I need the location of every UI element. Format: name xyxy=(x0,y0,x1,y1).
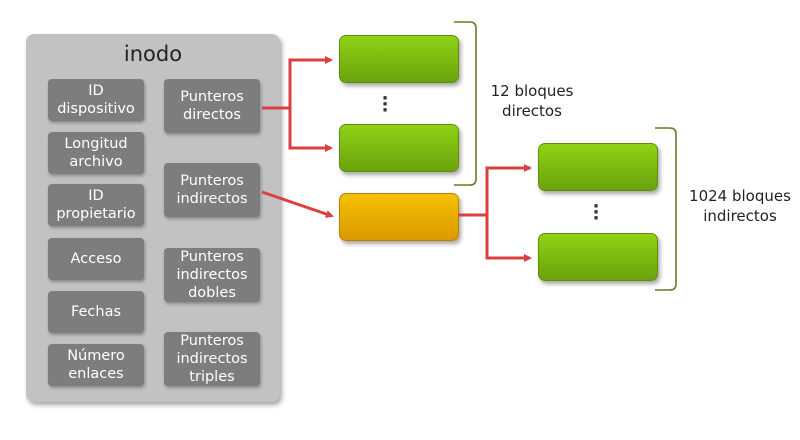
indirect-pointer-block xyxy=(339,193,459,241)
indirect-block-first xyxy=(538,143,658,191)
arrow-indirect-to-last xyxy=(485,215,532,262)
indirect-block-last xyxy=(538,233,658,281)
field-id-propietario: ID propietario xyxy=(48,184,144,226)
indirect-ellipsis: · · · xyxy=(592,196,600,229)
direct-block-last xyxy=(339,124,459,172)
direct-ellipsis: · · · xyxy=(381,88,389,121)
arrow-indirect-to-first xyxy=(458,164,532,217)
field-punteros-indirectos-triples: Punteros indirectos triples xyxy=(164,332,260,386)
arrow-indirect-pointer xyxy=(261,190,334,218)
field-punteros-directos: Punteros directos xyxy=(164,79,260,133)
field-numero-enlaces: Número enlaces xyxy=(48,344,144,386)
indirect-blocks-label: 1024 bloques indirectos xyxy=(689,187,791,225)
arrow-direct-to-last xyxy=(288,108,333,152)
field-longitud-archivo: Longitud archivo xyxy=(48,132,144,174)
field-fechas: Fechas xyxy=(48,291,144,333)
direct-blocks-label: 12 bloques directos xyxy=(490,82,574,120)
field-punteros-indirectos: Punteros indirectos xyxy=(164,163,260,217)
direct-block-first xyxy=(339,35,459,83)
arrow-direct-to-first xyxy=(262,56,333,110)
field-acceso: Acceso xyxy=(48,238,144,280)
field-id-dispositivo: ID dispositivo xyxy=(48,79,144,121)
direct-blocks-brace xyxy=(454,21,477,186)
inode-title: inodo xyxy=(123,42,183,66)
indirect-blocks-brace xyxy=(655,127,677,291)
field-punteros-indirectos-dobles: Punteros indirectos dobles xyxy=(164,248,260,302)
